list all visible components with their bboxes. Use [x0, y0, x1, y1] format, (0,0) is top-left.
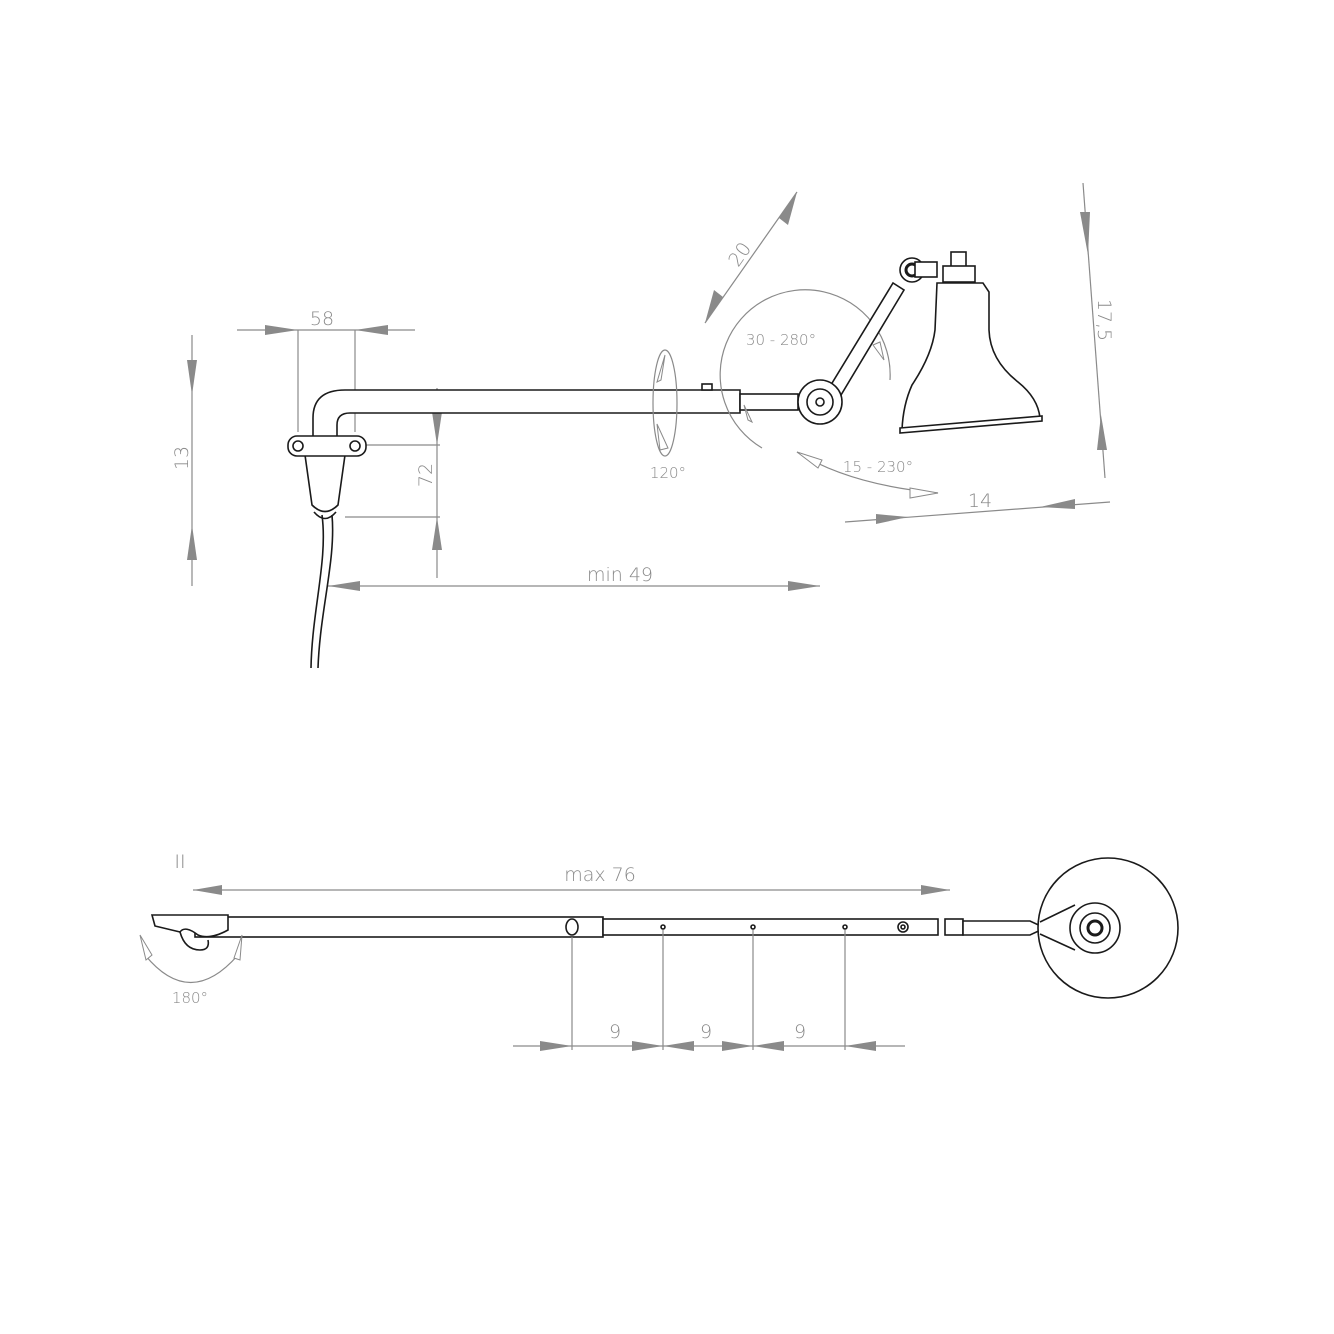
svg-text:9: 9 — [794, 1021, 806, 1043]
dimension-steps: 9 9 9 — [513, 930, 905, 1051]
svg-text:13: 13 — [171, 446, 193, 470]
svg-text:15 - 230°: 15 - 230° — [843, 458, 913, 476]
svg-text:20: 20 — [724, 238, 756, 270]
top-arm-tube — [194, 916, 604, 938]
power-cord — [310, 514, 334, 669]
lamp-shade — [899, 251, 1043, 434]
svg-text:14: 14 — [968, 490, 992, 512]
arm-extension — [739, 393, 799, 411]
wall-mount — [287, 435, 367, 520]
svg-text:min 49: min 49 — [587, 564, 653, 586]
svg-text:180°: 180° — [172, 989, 208, 1007]
svg-text:30 - 280°: 30 - 280° — [746, 331, 816, 349]
arm-tube — [312, 389, 741, 443]
top-arm-extension — [602, 918, 939, 936]
svg-text:72: 72 — [415, 463, 437, 487]
dimension-20: 20 — [704, 191, 798, 324]
swivel-angle: 120° — [650, 349, 686, 482]
svg-text:max 76: max 76 — [564, 864, 636, 886]
svg-text:120°: 120° — [650, 464, 686, 482]
dimension-shade-width: 14 — [844, 490, 1111, 524]
svg-text:9: 9 — [700, 1021, 712, 1043]
dimension-58: 58 — [237, 308, 415, 432]
dimension-shade-height: 17,5 — [1080, 182, 1115, 479]
svg-text:II: II — [174, 851, 185, 873]
svg-text:17,5: 17,5 — [1093, 299, 1115, 341]
lamp-head-arm — [797, 257, 938, 425]
lock-knob-top — [565, 918, 579, 936]
svg-text:58: 58 — [310, 308, 334, 330]
head-angle: 15 - 230° — [796, 451, 939, 499]
top-view: II max 76 180° — [139, 851, 1179, 1051]
dimension-13: 13 — [171, 335, 197, 586]
elbow-angle: 30 - 280° — [719, 289, 891, 449]
dimension-72: 72 — [345, 388, 442, 578]
svg-text:9: 9 — [609, 1021, 621, 1043]
dimension-max-reach: max 76 — [193, 864, 950, 895]
wall-pivot: 180° — [139, 914, 243, 1007]
lock-knob — [701, 383, 713, 391]
top-lamp-head — [944, 857, 1179, 999]
dimension-min-reach: min 49 — [328, 564, 820, 591]
side-view: 13 58 72 min 49 — [171, 182, 1115, 669]
